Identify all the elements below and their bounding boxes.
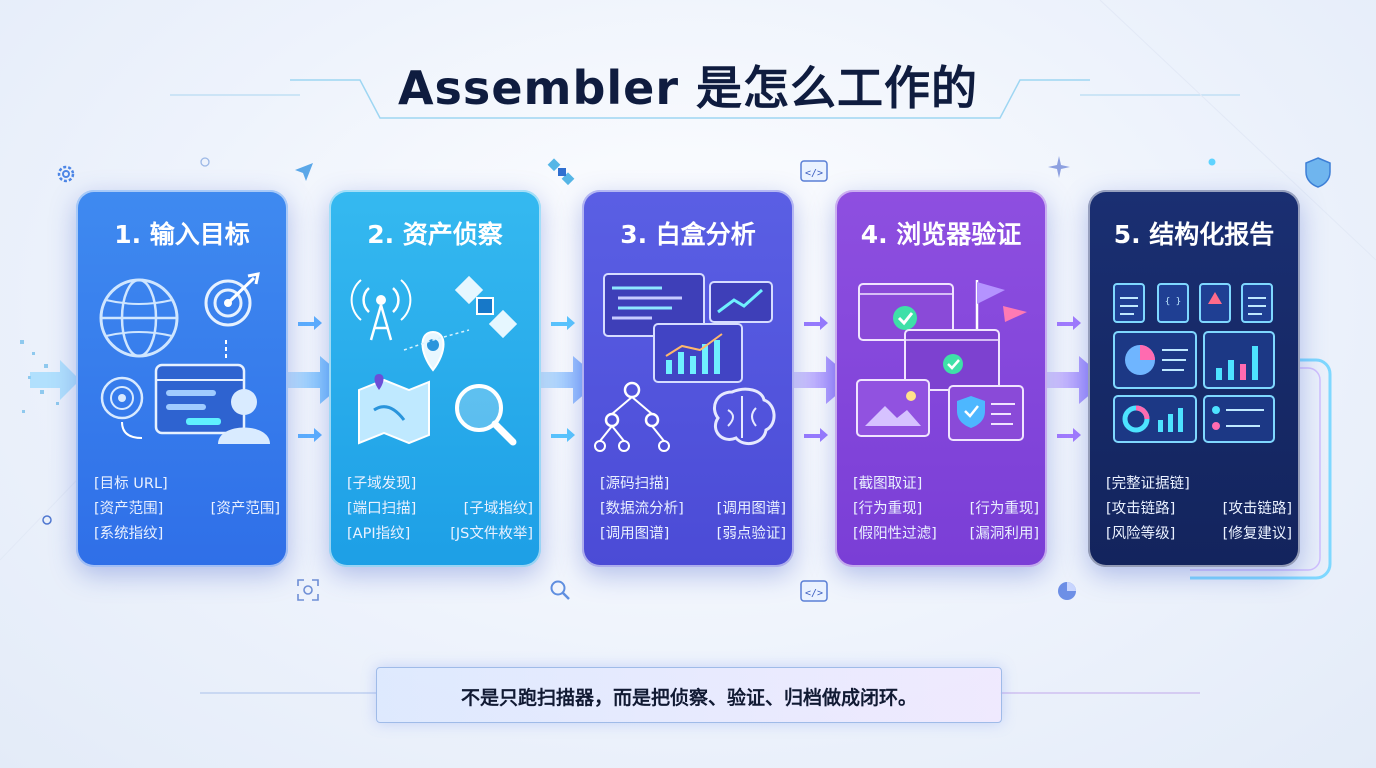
user-icon [218,389,270,444]
satellite-icon [454,275,518,339]
search-icon [550,580,570,600]
pie-chart-panel [1113,331,1197,389]
step-title: 5. 结构化报告 [1113,220,1275,249]
satellite-icon [547,158,575,186]
magnifier-icon [455,384,517,446]
bar-chart-icon [653,323,743,383]
tag: [弱点验证] [716,526,786,542]
tag: [源码扫描] [600,476,670,492]
tag: [行为重现] [969,501,1039,517]
send-icon [295,163,313,181]
tag: [截图取证] [853,476,923,492]
step-illustration: { } [1113,283,1275,443]
step-illustration [856,280,1027,441]
tag: [完整证据链] [1106,476,1190,492]
step-tags: [截图取证] [行为重现] [行为重现] [假阳性过滤] [漏洞利用] [853,472,1039,547]
step-illustration [350,275,518,446]
tag: [端口扫描] [347,501,417,517]
tag: [风险等级] [1106,526,1176,542]
radio-tower-icon [350,279,412,341]
scan-icon [297,579,319,601]
step-title: 1. 输入目标 [114,220,250,249]
trend-chart-icon [709,281,773,323]
browser-window-icon [154,363,246,435]
page-title: Assembler 是怎么工作的 [397,61,979,115]
globe-icon [99,278,179,358]
target-icon [204,272,260,327]
tag: [系统指纹] [94,526,164,542]
image-window-icon [856,379,930,437]
step-title: 2. 资产侦察 [367,220,503,249]
step-card-input-target: 1. 输入目标 [76,190,288,567]
step-illustration [99,272,270,444]
step-card-asset-recon: 2. 资产侦察 [子域发现] [端口扫描] [子域指纹] [329,190,541,567]
step-illustration [594,273,776,452]
tag: [调用图谱] [600,526,670,542]
list-panel [1203,395,1275,443]
bar-chart-panel [1203,331,1275,389]
input-stream [30,360,80,400]
step-tags: [子域发现] [端口扫描] [子域指纹] [API指纹] [JS文件枚举] [347,472,533,547]
document-icons: { } [1113,283,1273,323]
shield-icon [1305,157,1331,188]
step-title: 3. 白盒分析 [620,220,756,249]
tag: [攻击链路] [1222,501,1292,517]
code-icon: </> [800,160,828,182]
svg-text:</>: </> [805,168,823,179]
code-icon: </> [800,580,828,602]
step-card-browser-verify: 4. 浏览器验证 [835,190,1047,567]
shield-check-icon [948,385,1024,441]
step-card-whitebox-analysis: 3. 白盒分析 [582,190,794,567]
step-tags: [源码扫描] [数据流分析] [调用图谱] [调用图谱] [弱点验证] [600,472,786,547]
flag-icon [975,280,1027,338]
tag: [API指纹] [347,526,411,542]
gear-icon [57,165,75,183]
tag: [漏洞利用] [969,526,1039,542]
tag: [攻击链路] [1106,501,1176,517]
fingerprint-icon [100,376,144,420]
step-card-structured-report: 5. 结构化报告 { } [1088,190,1300,567]
donut-chart-panel [1113,395,1197,443]
tree-diagram-icon [594,381,670,452]
step-tags: [目标 URL] [资产范围] [资产范围] [系统指纹] [94,472,280,547]
tag: [子域发现] [347,476,417,492]
footer-banner: 不是只跑扫描器，而是把侦察、验证、归档做成闭环。 [376,667,1002,723]
tag: [JS文件枚举] [450,526,533,542]
tag: [子域指纹] [463,501,533,517]
step-title: 4. 浏览器验证 [860,220,1022,249]
svg-text:</>: </> [805,588,823,599]
tag: [修复建议] [1222,526,1292,542]
tag: [调用图谱] [716,501,786,517]
pie-icon [1058,582,1076,600]
footer-text: 不是只跑扫描器，而是把侦察、验证、归档做成闭环。 [460,687,917,709]
svg-text:{ }: { } [1165,297,1181,307]
step-tags: [完整证据链] [攻击链路] [攻击链路] [风险等级] [修复建议] [1106,472,1292,547]
tag: [假阳性过滤] [853,526,937,542]
map-icon [358,374,430,445]
brain-icon [713,387,776,446]
sparkle-icon [1048,156,1070,178]
tag: [目标 URL] [94,476,168,492]
tag: [资产范围] [94,501,164,517]
tag: [数据流分析] [600,501,684,517]
browser-check-icon [858,283,954,341]
tag: [行为重现] [853,501,923,517]
tag: [资产范围] [210,501,280,517]
